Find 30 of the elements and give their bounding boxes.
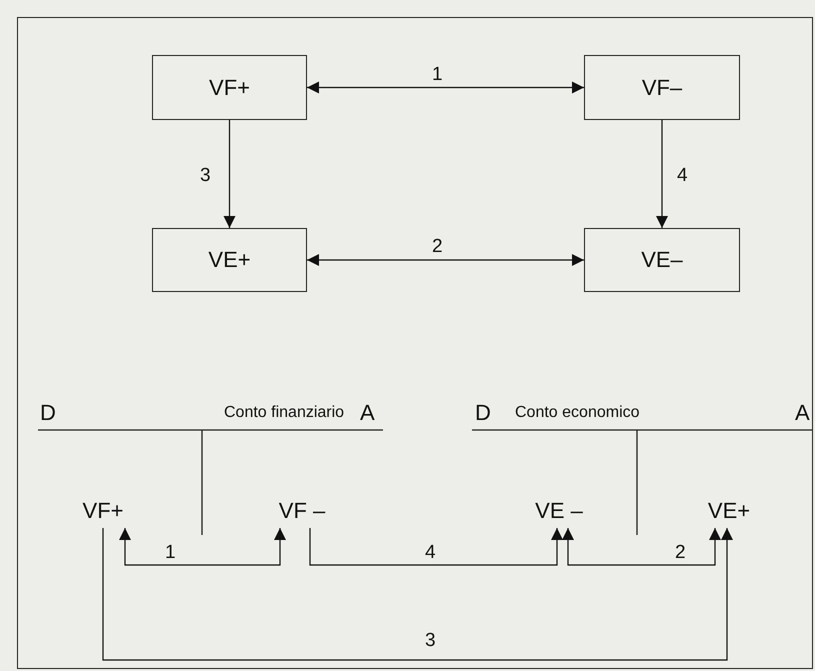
edge-label: 1	[165, 542, 176, 564]
debit-side-label: D	[475, 400, 491, 426]
edge-label: 3	[200, 165, 211, 187]
edge-label: 3	[425, 630, 436, 652]
account-title: Conto finanziario	[224, 404, 344, 422]
arrow	[224, 120, 236, 228]
credit-side-label: A	[360, 400, 375, 426]
edge-label: 2	[432, 236, 443, 258]
arrow	[307, 82, 584, 94]
account-entry: VF –	[268, 496, 336, 526]
process-box: VF–	[584, 55, 740, 120]
account-entry: VF+	[74, 496, 132, 526]
arrow	[307, 254, 584, 266]
edge-label: 1	[432, 64, 443, 86]
account-entry: VE+	[697, 496, 761, 526]
edge-label: 4	[425, 542, 436, 564]
edge-label: 2	[675, 542, 686, 564]
account-entry: VE –	[524, 496, 594, 526]
account-title: Conto economico	[515, 404, 640, 422]
process-box: VF+	[152, 55, 307, 120]
process-box: VE+	[152, 228, 307, 292]
debit-side-label: D	[40, 400, 56, 426]
edge-label: 4	[677, 165, 688, 187]
arrow	[119, 528, 286, 566]
arrow	[562, 528, 721, 566]
arrow	[656, 120, 668, 228]
arrow	[102, 528, 733, 661]
credit-side-label: A	[795, 400, 810, 426]
process-box: VE–	[584, 228, 740, 292]
arrow	[309, 528, 563, 566]
